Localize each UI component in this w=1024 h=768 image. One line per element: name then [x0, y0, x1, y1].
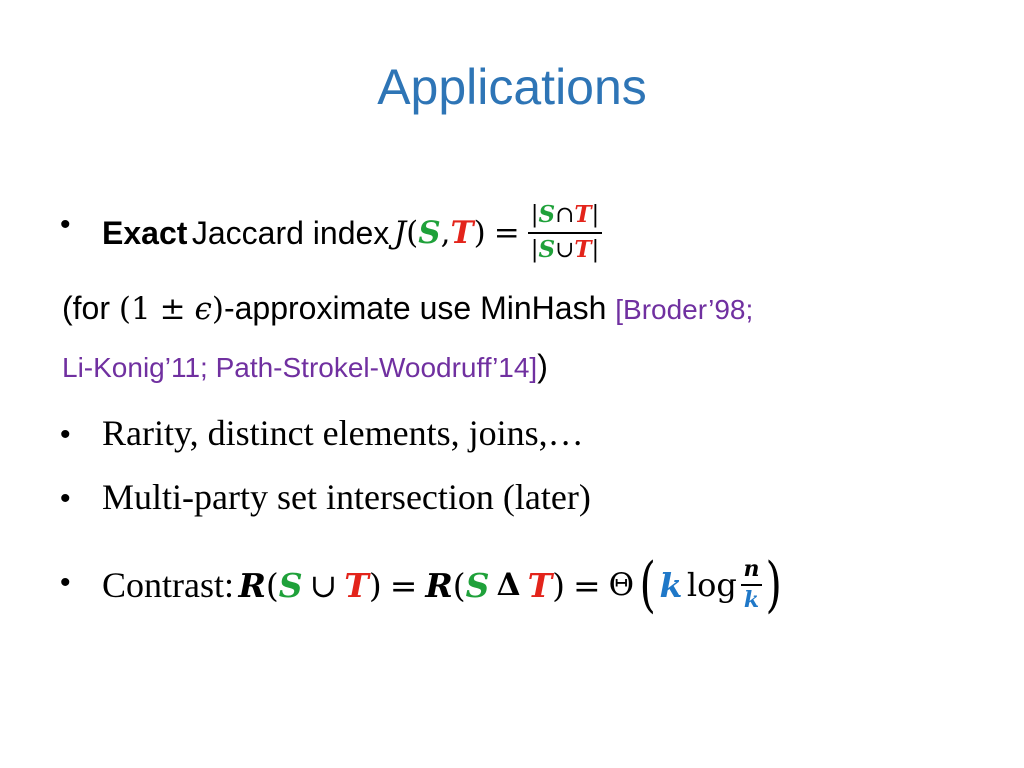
- math-rparen: ): [211, 291, 224, 327]
- jaccard-J: J: [393, 215, 407, 251]
- math-one: (1: [118, 291, 151, 327]
- set-S: S: [465, 565, 490, 605]
- set-T: T: [527, 565, 553, 605]
- for-text: (for: [62, 290, 110, 326]
- equals: =: [573, 565, 601, 605]
- union-symbol: ∪: [309, 565, 338, 605]
- fraction-denominator: |S∪T|: [530, 236, 600, 263]
- rparen: ): [368, 565, 382, 605]
- exact-label: Exact: [102, 214, 188, 251]
- bullet-marker: •: [60, 418, 71, 451]
- var-k: k: [743, 586, 760, 613]
- close-paren: ): [537, 348, 548, 384]
- lparen: (: [265, 565, 279, 605]
- bullet-marker: •: [60, 566, 71, 599]
- slide-title: Applications: [377, 59, 647, 115]
- rparen: ): [552, 565, 566, 605]
- bullet-rarity: Rarity, distinct elements, joins,…: [102, 413, 584, 453]
- equals: =: [389, 565, 418, 605]
- big-rparen: ): [765, 550, 782, 620]
- fraction-numerator: |S∩T|: [527, 201, 603, 234]
- minhash-line1: (for (1 ± ϵ)-approximate use MinHash [Br…: [62, 290, 753, 327]
- var-n: n: [740, 556, 763, 586]
- lparen: (: [452, 565, 466, 605]
- n-over-k-fraction: n k: [740, 556, 763, 613]
- log-text: log: [686, 566, 737, 604]
- set-S: S: [278, 565, 303, 605]
- bullet-multiparty: Multi-party set intersection (later): [102, 477, 591, 517]
- set-S: S: [418, 215, 441, 251]
- bullet-contrast: Contrast: R ( S ∪ T ) = R ( S Δ T ) = Θ …: [102, 545, 786, 625]
- contrast-label: Contrast:: [102, 565, 234, 605]
- citation-part2: Li-Konig’11; Path-Strokel-Woodruff’14]: [62, 352, 538, 383]
- epsilon: ϵ: [194, 291, 212, 327]
- bullet-jaccard: Exact Jaccard index J ( S , T ) = |S∩T| …: [102, 198, 603, 268]
- jaccard-fraction: |S∩T| |S∪T|: [527, 201, 603, 265]
- func-R: R: [238, 565, 266, 605]
- set-T: T: [344, 565, 369, 605]
- set-T: T: [450, 215, 474, 251]
- bullet-marker: •: [60, 208, 71, 241]
- jaccard-text: Jaccard index: [191, 214, 390, 251]
- func-R: R: [425, 565, 453, 605]
- plus-minus: ±: [159, 291, 186, 327]
- equals: =: [493, 215, 520, 251]
- var-k: k: [659, 565, 683, 605]
- big-lparen: (: [639, 550, 657, 620]
- theta-symbol: Θ: [608, 567, 635, 603]
- minhash-line2: Li-Konig’11; Path-Strokel-Woodruff’14]): [62, 348, 548, 385]
- approx-text: -approximate use MinHash: [223, 290, 607, 326]
- rparen: ): [473, 215, 486, 251]
- lparen: (: [406, 215, 419, 251]
- comma: ,: [440, 215, 451, 251]
- citation-part1: [Broder’98;: [615, 294, 754, 325]
- bullet-marker: •: [60, 482, 71, 515]
- delta-symbol: Δ: [496, 567, 521, 603]
